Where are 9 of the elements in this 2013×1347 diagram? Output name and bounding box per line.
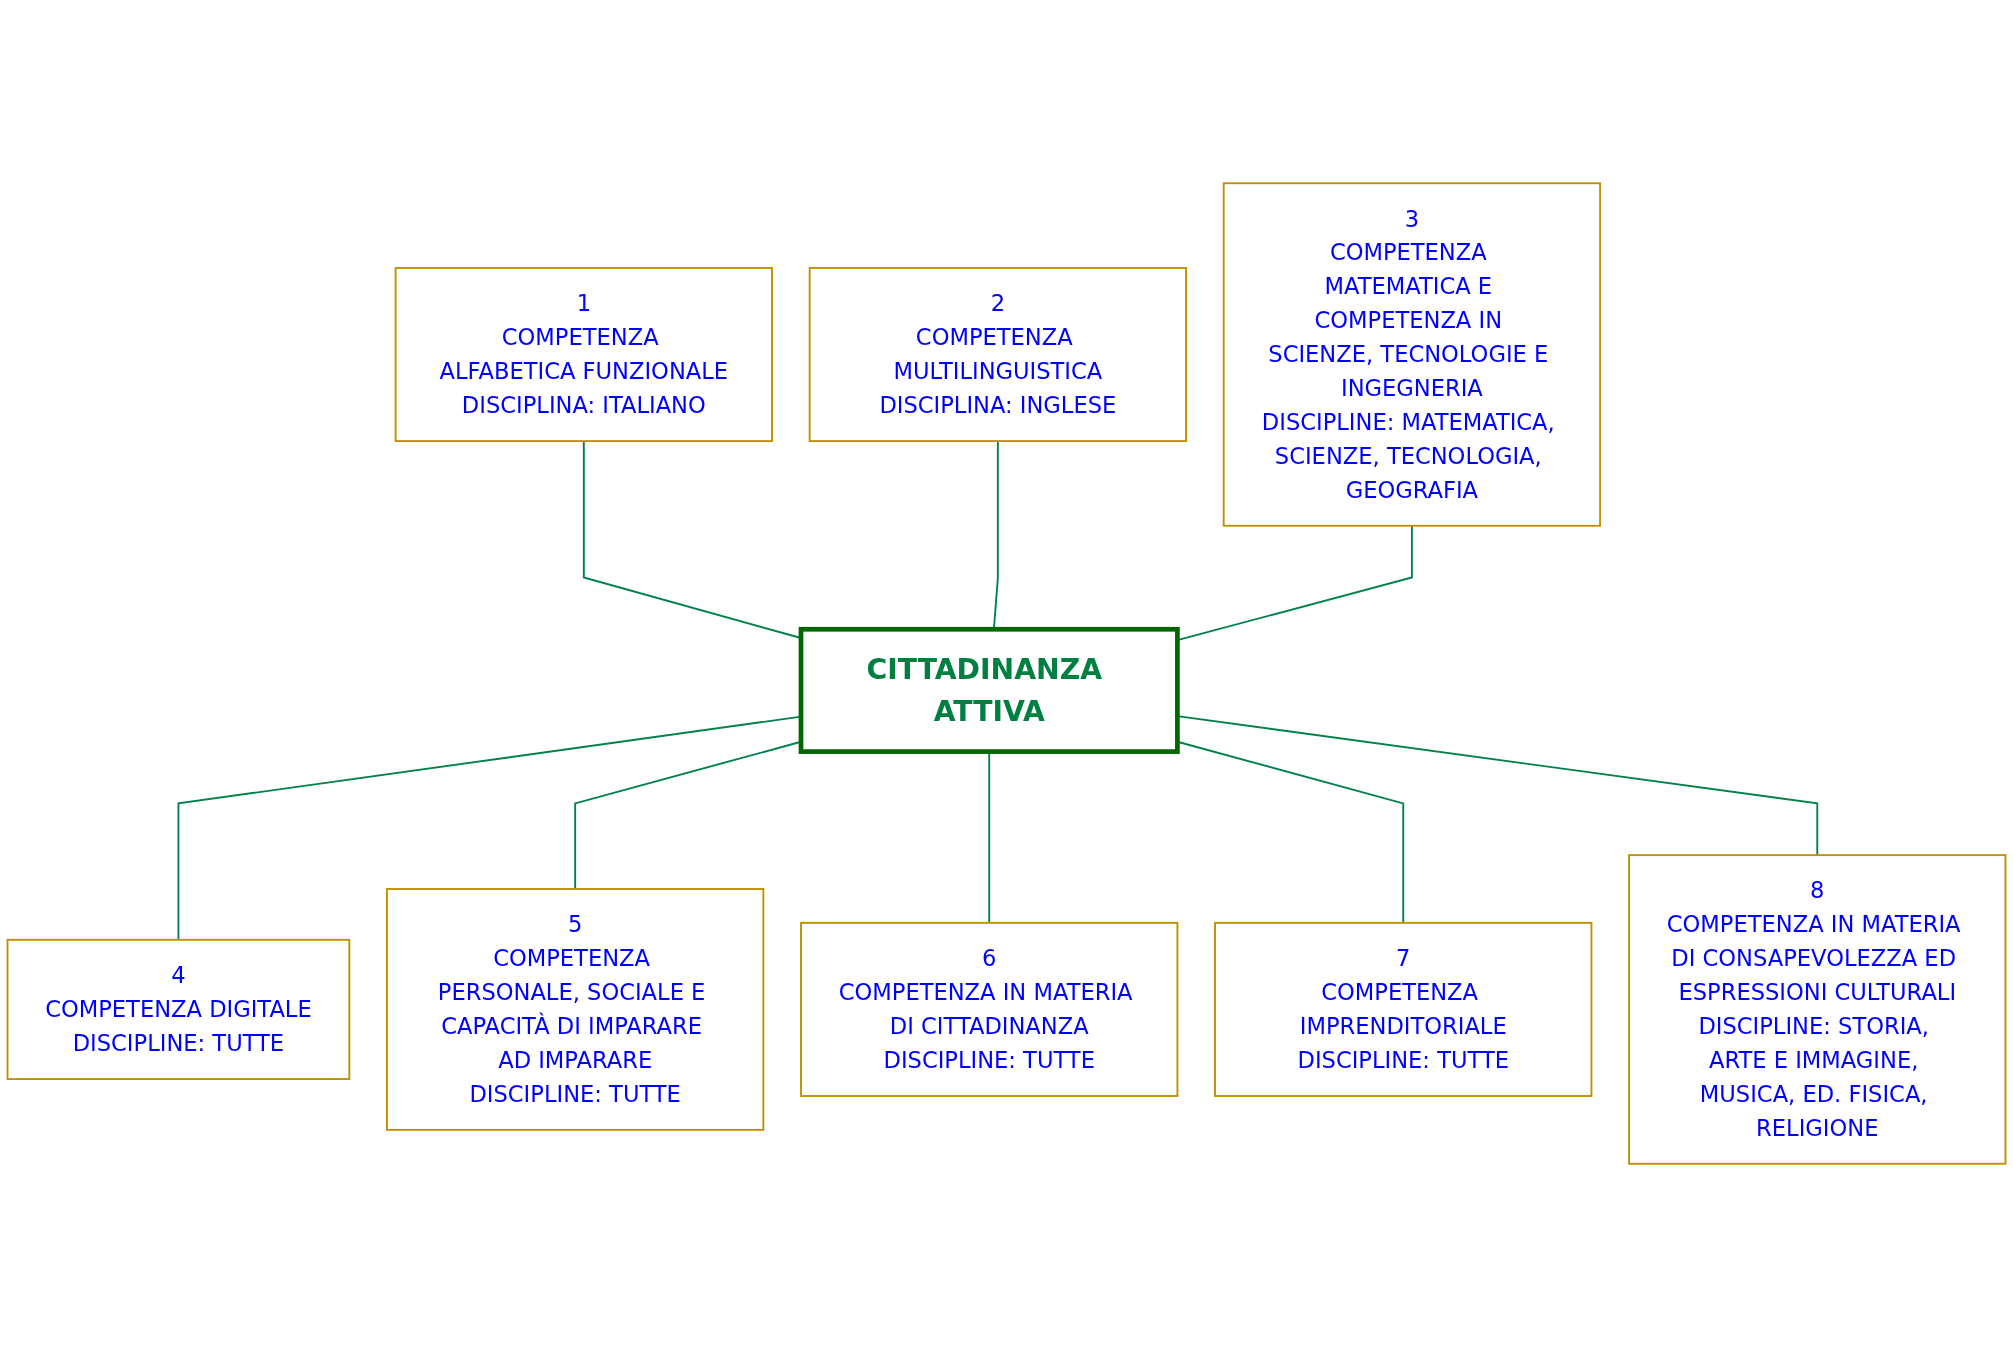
node-box: 4 COMPETENZA DIGITALE DISCIPLINE: TUTTE [6,938,351,1080]
node-box: 8 COMPETENZA IN MATERIA DI CONSAPEVOLEZZA ED ESPRESSIONI CULTURALI DISCIPLINE: STORIA, ARTE E IMMAGINE, MUSICA, ED. FISICA, RELIGIONE [1628,854,2007,1165]
node-box: 1 COMPETENZA ALFABETICA FUNZIONALE DISCIPLINA: ITALIANO [394,267,773,442]
node-box: 6 COMPETENZA IN MATERIA DI CITTADINANZA DISCIPLINE: TUTTE [800,921,1179,1097]
node-box: 3 COMPETENZA MATEMATICA E COMPETENZA IN SCIENZE, TECNOLOGIE E INGEGNERIA DISCIPLINE: MATEMATICA, SCIENZE, TECNOLOGIA, GEOGRAFIA [1222,182,1601,527]
node-box: 7 COMPETENZA IMPRENDITORIALE DISCIPLINE: TUTTE [1214,921,1593,1097]
node-box: 2 COMPETENZA MULTILINGUISTICA DISCIPLINA: INGLESE [808,267,1187,442]
node-box: 5 COMPETENZA PERSONALE, SOCIALE E CAPACITÀ DI IMPARARE AD IMPARARE DISCIPLINE: TUTTE [386,888,765,1131]
node-box: CITTADINANZA ATTIVA [798,626,1180,754]
